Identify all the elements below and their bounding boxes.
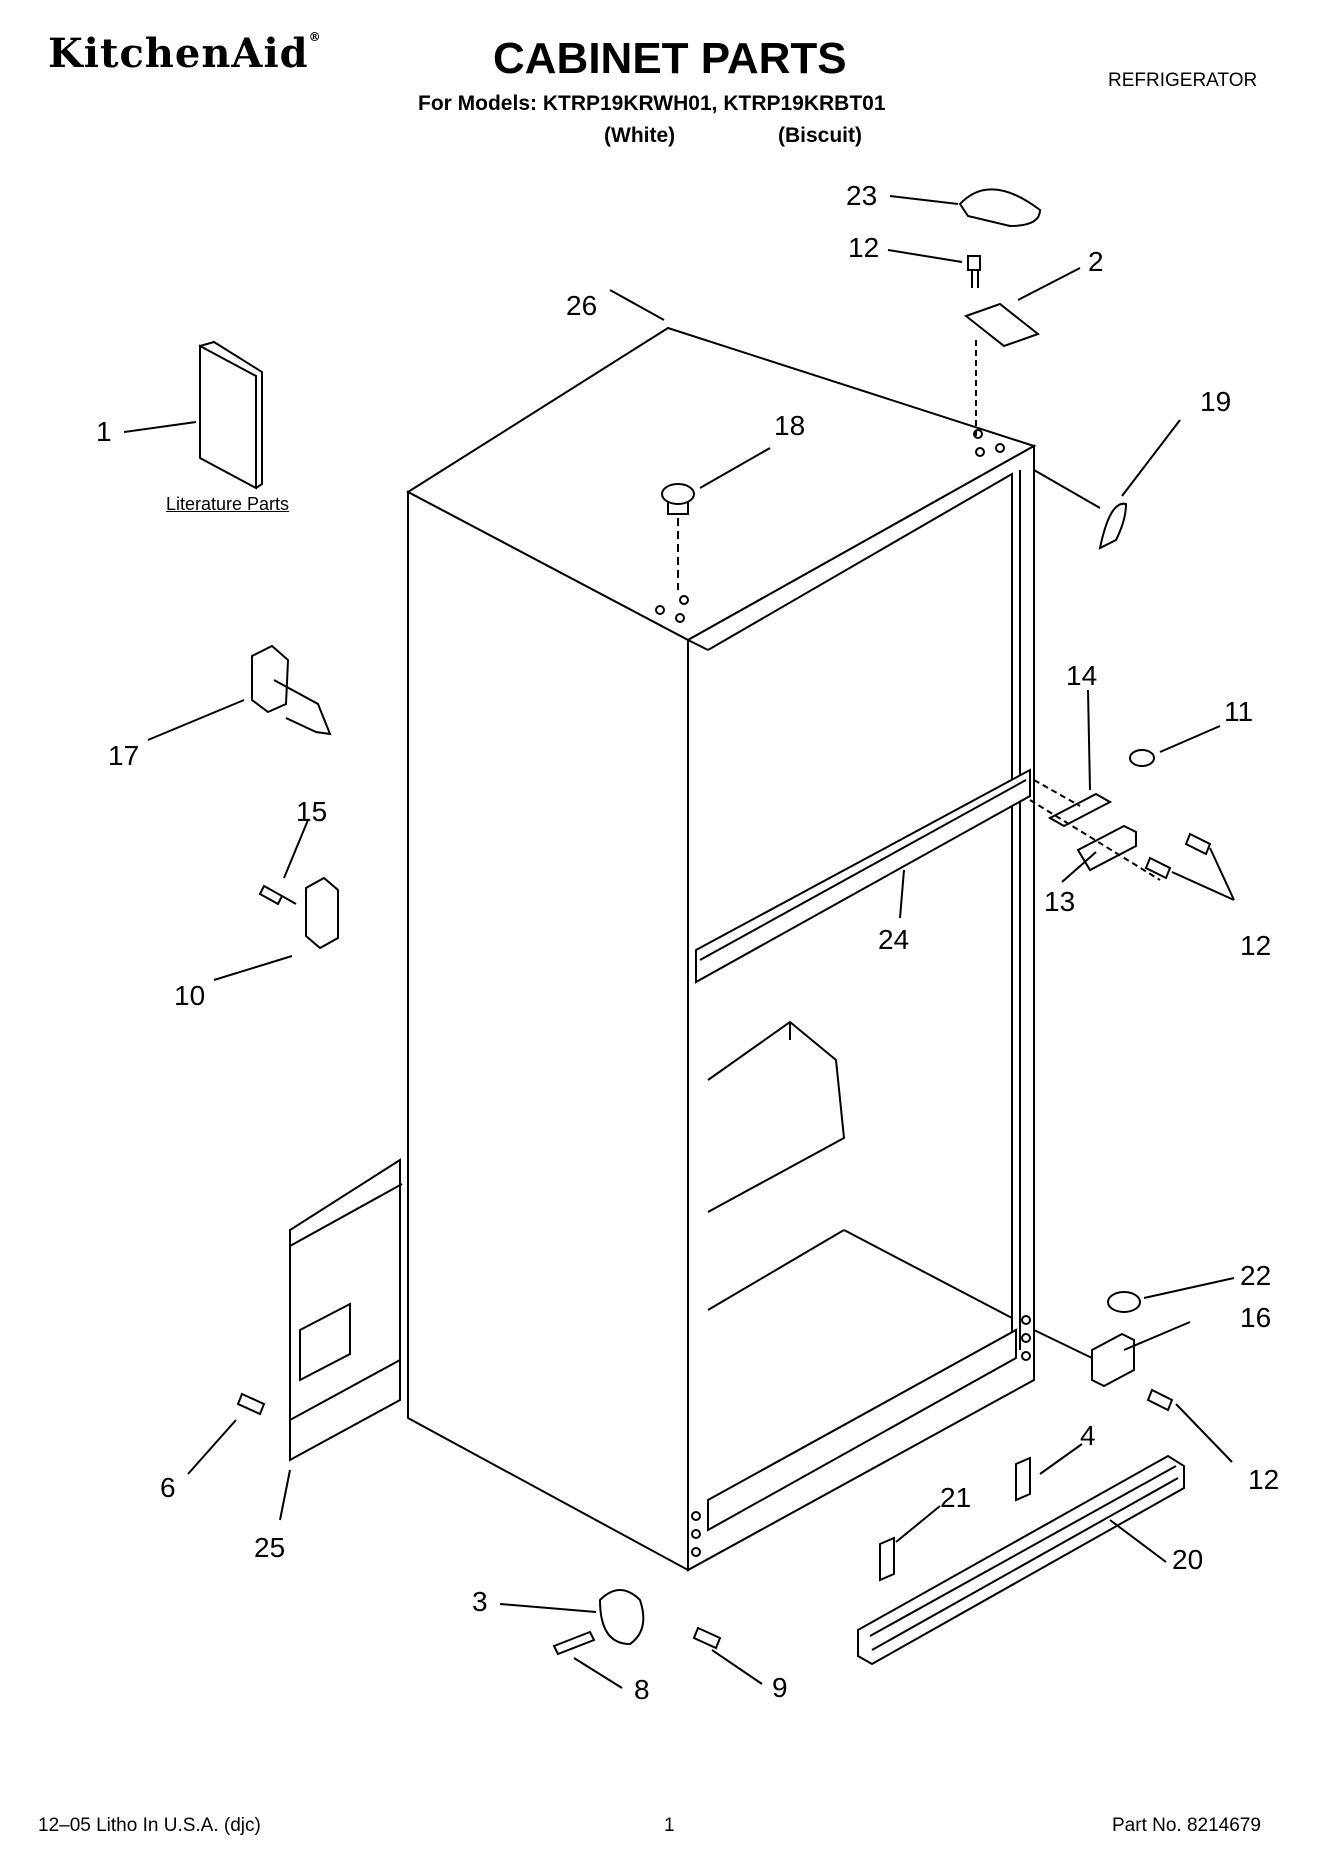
cabinet-front-frame xyxy=(687,444,1035,1572)
variant-white: (White) xyxy=(604,124,676,147)
callout-13: 13 xyxy=(1044,886,1076,917)
hinge-cover-right xyxy=(1098,502,1128,550)
callout-8: 8 xyxy=(634,1674,650,1705)
clip-21 xyxy=(879,1536,895,1582)
screw-mid-2 xyxy=(1144,856,1172,880)
page-number: 1 xyxy=(664,1815,675,1836)
leader-lines xyxy=(123,195,1235,1689)
axle-8 xyxy=(552,1630,596,1656)
callout-11: 11 xyxy=(1224,696,1254,727)
callout-20: 20 xyxy=(1172,1544,1204,1575)
hinge-cover-top xyxy=(958,188,1042,228)
callout-1: 1 xyxy=(96,416,112,447)
callout-19: 19 xyxy=(1200,386,1232,417)
brand-name: KitchenAid xyxy=(48,30,309,77)
registered-mark: ® xyxy=(308,30,322,44)
callout-16: 16 xyxy=(1240,1302,1272,1333)
callout-12-bottom: 12 xyxy=(1248,1464,1280,1495)
callout-21: 21 xyxy=(940,1482,972,1513)
literature-parts-label: Literature Parts xyxy=(166,494,290,514)
callout-4: 4 xyxy=(1080,1420,1096,1451)
callout-23: 23 xyxy=(846,180,878,211)
washer-22 xyxy=(1107,1291,1141,1313)
top-hinge xyxy=(963,302,1041,348)
callout-9: 9 xyxy=(772,1672,788,1703)
callout-12-top: 12 xyxy=(848,232,880,263)
screw-bottom xyxy=(1146,1388,1174,1412)
category-label: REFRIGERATOR xyxy=(1108,70,1258,91)
callout-2: 2 xyxy=(1088,246,1104,277)
cap-plug xyxy=(661,483,695,505)
callout-18: 18 xyxy=(774,410,806,441)
page-title: CABINET PARTS xyxy=(493,34,847,83)
clip-4 xyxy=(1015,1456,1031,1502)
bottom-hinge xyxy=(1091,1332,1135,1388)
variant-biscuit: (Biscuit) xyxy=(778,124,862,147)
callout-6: 6 xyxy=(160,1472,176,1503)
part-number: Part No. 8214679 xyxy=(1112,1815,1261,1836)
callout-25: 25 xyxy=(254,1532,286,1563)
screw-6 xyxy=(236,1392,266,1416)
callout-10: 10 xyxy=(174,980,206,1011)
callout-3: 3 xyxy=(472,1586,488,1617)
callout-15: 15 xyxy=(296,796,328,827)
side-panel-bracket xyxy=(289,1158,401,1422)
models-line: For Models: KTRP19KRWH01, KTRP19KRBT01 xyxy=(418,92,886,115)
screw-9 xyxy=(692,1626,722,1650)
door-stop xyxy=(251,644,290,714)
callout-22: 22 xyxy=(1240,1260,1272,1291)
callout-26: 26 xyxy=(566,290,598,321)
center-hinge-plate xyxy=(1047,792,1113,828)
callout-24: 24 xyxy=(878,924,910,955)
callout-12-mid: 12 xyxy=(1240,930,1272,961)
callout-17: 17 xyxy=(108,740,140,771)
brand-logo: KitchenAid® xyxy=(48,30,322,77)
litho-note: 12–05 Litho In U.S.A. (djc) xyxy=(38,1815,261,1836)
roller-assembly xyxy=(598,1589,645,1646)
washer-11 xyxy=(1129,749,1155,767)
screw-mid-1 xyxy=(1184,832,1212,856)
screw-left xyxy=(258,884,297,906)
screw-top-hinge xyxy=(967,255,981,288)
literature-booklet xyxy=(199,344,257,490)
cabinet-side xyxy=(407,490,689,1572)
hinge-bracket-left xyxy=(305,876,339,950)
callout-14: 14 xyxy=(1066,660,1098,691)
